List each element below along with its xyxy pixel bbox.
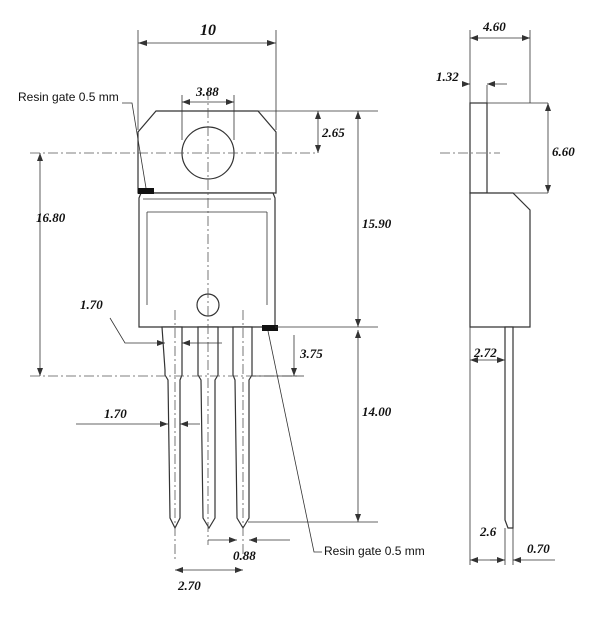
side-tab: [469, 102, 488, 194]
dim-lead-width-upper: 1.70: [80, 297, 103, 312]
lead-3: [232, 326, 253, 530]
dim-lead-shoulder: 3.75: [299, 346, 323, 361]
dim-side-tab-height: 6.60: [552, 144, 575, 159]
note-resin-gate-bottom: Resin gate 0.5 mm: [324, 544, 425, 558]
resin-gate-bottom: [262, 325, 278, 331]
resin-gate-top: [138, 188, 154, 194]
dim-side-lead-width: 0.70: [527, 541, 550, 556]
leads: [161, 326, 253, 530]
side-body: [469, 192, 531, 328]
side-lead: [504, 326, 514, 529]
dim-lead-length: 14.00: [362, 404, 392, 419]
dim-lead-pitch: 2.70: [177, 578, 201, 593]
side-dimensions: 4.60 1.32 6.60 2.72 2.6 0.70: [436, 19, 575, 565]
dim-side-tab-thickness: 1.32: [436, 69, 459, 84]
molded-body: [138, 192, 276, 328]
front-view: [30, 90, 318, 560]
side-view: [440, 85, 548, 529]
mounting-tab: [137, 110, 277, 194]
dim-side-thickness: 4.60: [482, 19, 506, 34]
dim-body-height: 15.90: [362, 216, 392, 231]
dim-overall-width: 10: [200, 22, 216, 39]
dim-side-lead-foot: 2.6: [479, 524, 497, 539]
dim-tab-to-hole: 2.65: [321, 125, 345, 140]
dim-lead-thickness: 0.88: [233, 548, 256, 563]
front-dimensions: 10 3.88 2.65 15.90 16.80 14.00: [18, 22, 425, 593]
note-resin-gate-top: Resin gate 0.5 mm: [18, 90, 119, 104]
dim-hole-to-bend: 16.80: [36, 210, 66, 225]
dim-hole-diameter: 3.88: [195, 84, 219, 99]
dim-lead-width-lower: 1.70: [104, 406, 127, 421]
lead-1: [161, 326, 183, 530]
dim-side-lead-offset: 2.72: [473, 345, 497, 360]
